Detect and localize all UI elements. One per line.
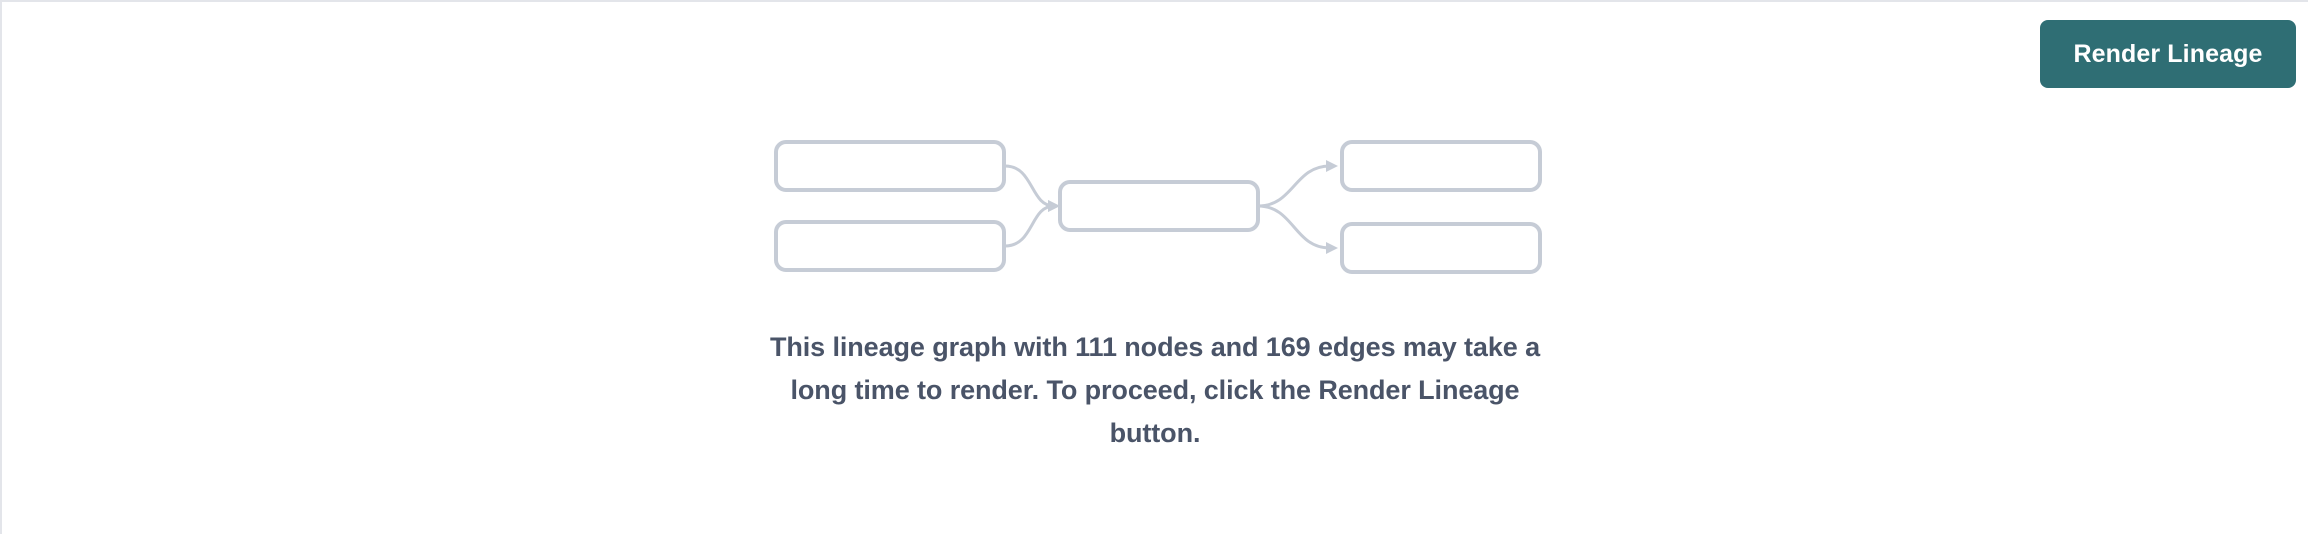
edge-upstream-1-to-focus <box>1004 164 1060 212</box>
lineage-node-upstream-1 <box>774 140 1006 192</box>
lineage-node-focus <box>1058 180 1260 232</box>
lineage-node-downstream-1 <box>1340 140 1542 192</box>
lineage-node-downstream-2 <box>1340 222 1542 274</box>
edge-focus-to-downstream-2 <box>1257 204 1338 254</box>
edge-upstream-2-to-focus <box>1004 200 1060 248</box>
render-lineage-button[interactable]: Render Lineage <box>2040 20 2296 88</box>
lineage-node-upstream-2 <box>774 220 1006 272</box>
edge-focus-to-downstream-1 <box>1257 160 1338 208</box>
lineage-warning-message: This lineage graph with 111 nodes and 16… <box>769 332 1540 448</box>
